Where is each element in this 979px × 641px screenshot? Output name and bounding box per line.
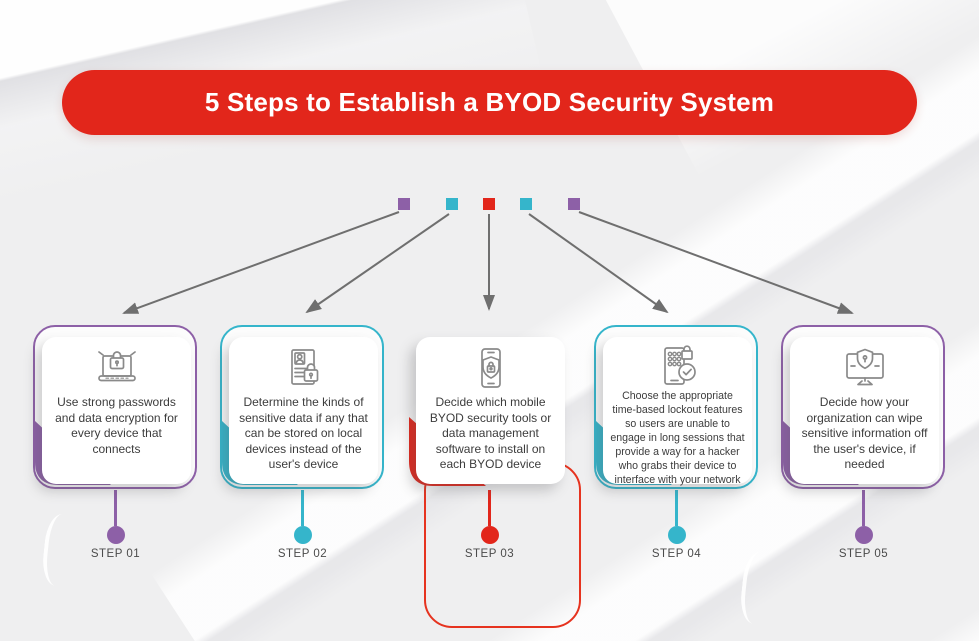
step-dot xyxy=(854,526,873,544)
step-dot xyxy=(480,526,499,544)
step-label: STEP 02 xyxy=(277,548,328,560)
card-body: Decide how your organization can wipe se… xyxy=(790,337,939,484)
step-connector-line xyxy=(114,490,117,526)
step-connector-line xyxy=(675,490,678,526)
step-marker: STEP 01 xyxy=(33,490,198,560)
teal-square-icon xyxy=(446,198,458,210)
step-card-03: Decide which mobile BYOD security tools … xyxy=(407,325,581,628)
step-text: Determine the kinds of sensitive data if… xyxy=(239,395,368,472)
step-connector-line xyxy=(862,490,865,526)
monitor-shield-icon xyxy=(839,344,891,391)
step-label: STEP 01 xyxy=(90,548,141,560)
red-square-icon xyxy=(483,198,495,210)
step-text: Use strong passwords and data encryption… xyxy=(55,395,178,456)
step-label: STEP 04 xyxy=(651,548,702,560)
phone-shield-lock-icon xyxy=(465,344,517,391)
step-text: Decide how your organization can wipe se… xyxy=(801,395,928,472)
step-connector-line xyxy=(301,490,304,526)
step-marker: STEP 02 xyxy=(220,490,385,560)
step-marker: STEP 05 xyxy=(781,490,946,560)
purple-square-icon xyxy=(568,198,580,210)
step-text: Choose the appropriate time-based lockou… xyxy=(610,390,745,486)
step-dot xyxy=(667,526,686,544)
step-connector-line xyxy=(488,490,491,526)
laptop-lock-icon xyxy=(91,344,143,391)
step-label: STEP 03 xyxy=(464,548,515,560)
card-body: Determine the kinds of sensitive data if… xyxy=(229,337,378,484)
card-body: Choose the appropriate time-based lockou… xyxy=(603,337,752,486)
step-card-05: Decide how your organization can wipe se… xyxy=(781,325,946,570)
card-body: Decide which mobile BYOD security tools … xyxy=(416,337,565,484)
legend-squares xyxy=(398,198,580,210)
title-banner: 5 Steps to Establish a BYOD Security Sys… xyxy=(62,70,917,135)
teal-square-icon xyxy=(520,198,532,210)
step-text: Decide which mobile BYOD security tools … xyxy=(429,395,552,472)
step-card-01: Use strong passwords and data encryption… xyxy=(33,325,198,570)
page-title: 5 Steps to Establish a BYOD Security Sys… xyxy=(204,87,775,117)
step-marker: STEP 04 xyxy=(594,490,759,560)
card-body: Use strong passwords and data encryption… xyxy=(42,337,191,484)
step-card-02: Determine the kinds of sensitive data if… xyxy=(220,325,385,570)
keypad-lock-check-icon xyxy=(652,344,704,388)
document-user-lock-icon xyxy=(278,344,330,391)
step-dot xyxy=(106,526,125,544)
step-card-04: Choose the appropriate time-based lockou… xyxy=(594,325,759,570)
purple-square-icon xyxy=(398,198,410,210)
step-dot xyxy=(293,526,312,544)
step-marker: STEP 03 xyxy=(407,490,572,560)
step-label: STEP 05 xyxy=(838,548,889,560)
